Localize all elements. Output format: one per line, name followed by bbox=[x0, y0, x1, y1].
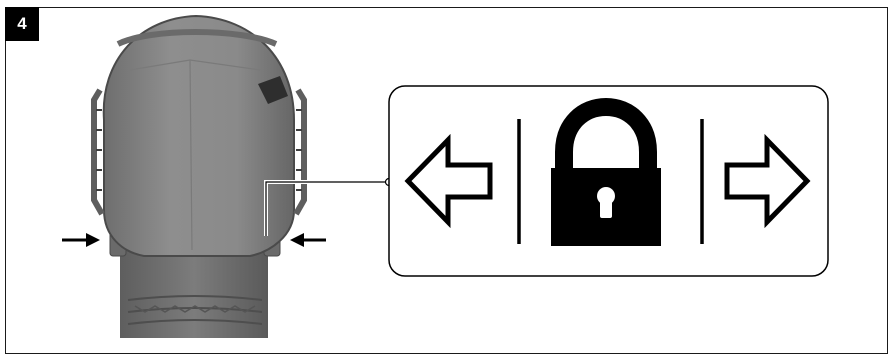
arrow-right-icon bbox=[724, 133, 811, 229]
press-arrow-right bbox=[290, 233, 326, 247]
press-arrow-left bbox=[62, 233, 100, 247]
step-number-badge: 4 bbox=[5, 7, 39, 41]
tool-head bbox=[91, 14, 307, 257]
lock-callout-box bbox=[388, 85, 829, 277]
arrow-left-icon bbox=[404, 133, 493, 229]
tool-handle bbox=[120, 232, 268, 338]
padlock-icon bbox=[551, 97, 661, 246]
